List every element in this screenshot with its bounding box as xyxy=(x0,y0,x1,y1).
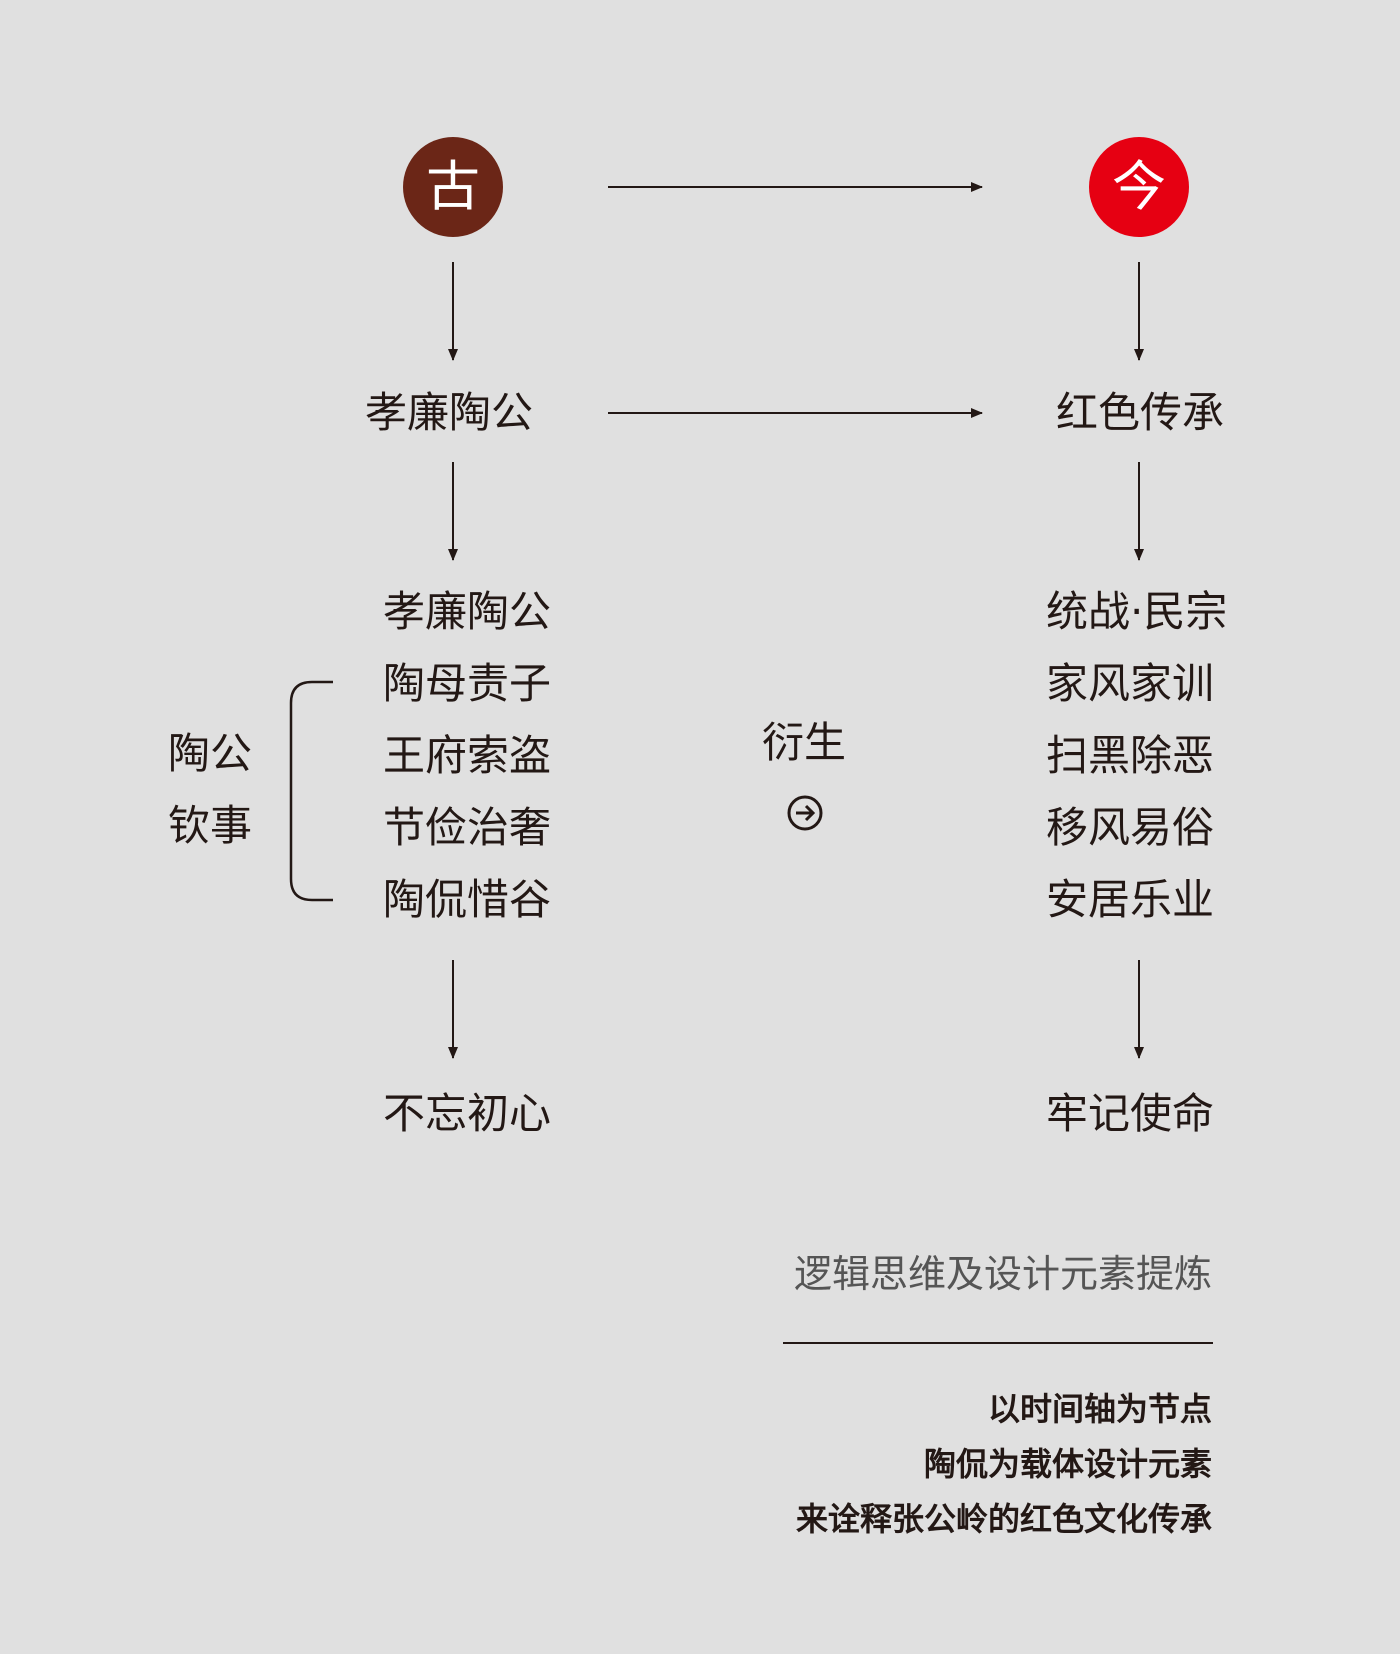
right-title: 红色传承 xyxy=(1056,388,1225,437)
list-item: 王府索盗 xyxy=(383,731,552,780)
side-label-line: 陶公 xyxy=(168,729,253,778)
bracket xyxy=(289,680,333,902)
right-bottom: 牢记使命 xyxy=(1046,1089,1215,1138)
summary-line: 以时间轴为节点 xyxy=(987,1390,1212,1428)
ancient-circle: 古 xyxy=(403,137,503,237)
list-item: 陶侃惜谷 xyxy=(383,875,552,924)
left-bottom: 不忘初心 xyxy=(383,1089,552,1138)
side-label-line: 钦事 xyxy=(168,801,253,850)
list-item: 陶母责子 xyxy=(383,659,552,708)
summary-lines: 以时间轴为节点 陶侃为载体设计元素 来诠释张公岭的红色文化传承 xyxy=(796,1382,1212,1547)
modern-label: 今 xyxy=(1112,155,1166,218)
ancient-label: 古 xyxy=(426,155,480,218)
list-item: 扫黑除恶 xyxy=(1046,731,1215,780)
arrow-right-circle-icon xyxy=(787,795,823,831)
list-item: 节俭治奢 xyxy=(383,803,552,852)
left-list: 孝廉陶公 陶母责子 王府索盗 节俭治奢 陶侃惜谷 xyxy=(383,576,551,936)
right-list: 统战·民宗 家风家训 扫黑除恶 移风易俗 安居乐业 xyxy=(1046,576,1227,936)
list-item: 安居乐业 xyxy=(1046,875,1215,924)
derive-label: 衍生 xyxy=(762,718,847,767)
list-item: 移风易俗 xyxy=(1046,803,1215,852)
list-item: 统战·民宗 xyxy=(1046,587,1228,636)
side-label: 陶公 钦事 xyxy=(168,718,252,862)
summary-line: 陶侃为载体设计元素 xyxy=(923,1445,1212,1483)
modern-circle: 今 xyxy=(1089,137,1189,237)
list-item: 孝廉陶公 xyxy=(383,587,552,636)
summary-line: 来诠释张公岭的红色文化传承 xyxy=(795,1500,1212,1538)
list-item: 家风家训 xyxy=(1046,659,1215,708)
summary-divider xyxy=(783,1342,1213,1344)
summary-title: 逻辑思维及设计元素提炼 xyxy=(793,1252,1212,1296)
left-title: 孝廉陶公 xyxy=(365,388,534,437)
